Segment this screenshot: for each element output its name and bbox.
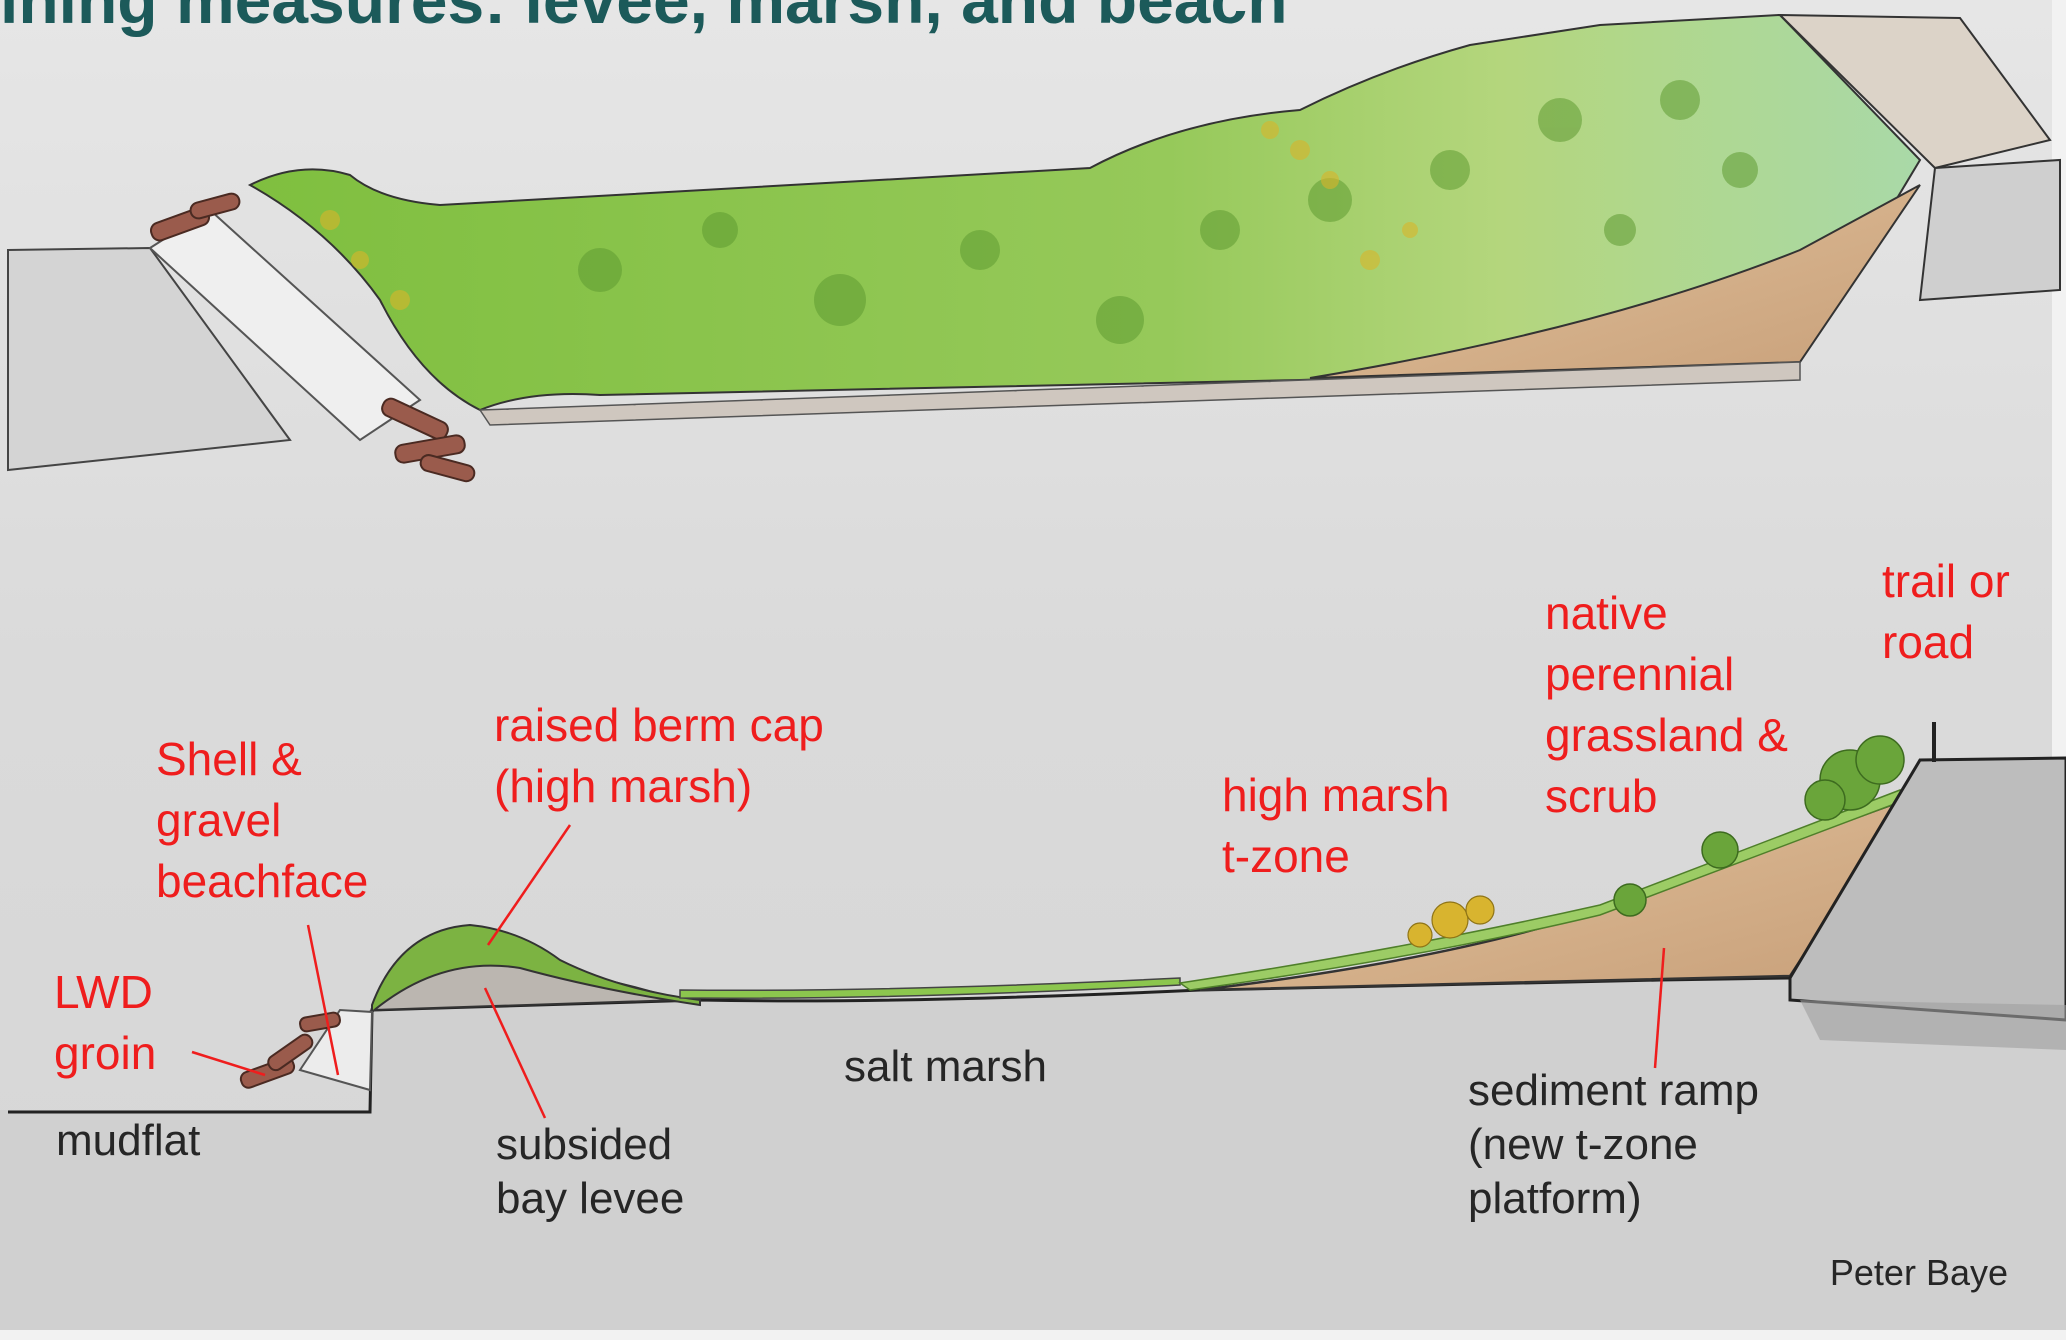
label-mudflat: mudflat [56,1114,200,1168]
label-native-perennial-grassland: native perennial grassland & scrub [1545,583,1788,827]
artist-credit: Peter Baye [1830,1252,2008,1294]
label-salt-marsh: salt marsh [844,1040,1047,1094]
top-road-edge [1920,160,2060,300]
label-sediment-ramp: sediment ramp (new t-zone platform) [1468,1064,1759,1226]
label-high-marsh-tzone: high marsh t-zone [1222,765,1450,887]
label-lwd-groin: LWD groin [54,962,156,1084]
slide-title: ining measures: levee, marsh, and beach [0,0,2066,38]
label-shell-gravel-beachface: Shell & gravel beachface [156,729,368,912]
label-raised-berm-cap: raised berm cap (high marsh) [494,695,824,817]
label-subsided-bay-levee: subsided bay levee [496,1118,684,1226]
label-trail-or-road: trail or road [1882,551,2010,673]
